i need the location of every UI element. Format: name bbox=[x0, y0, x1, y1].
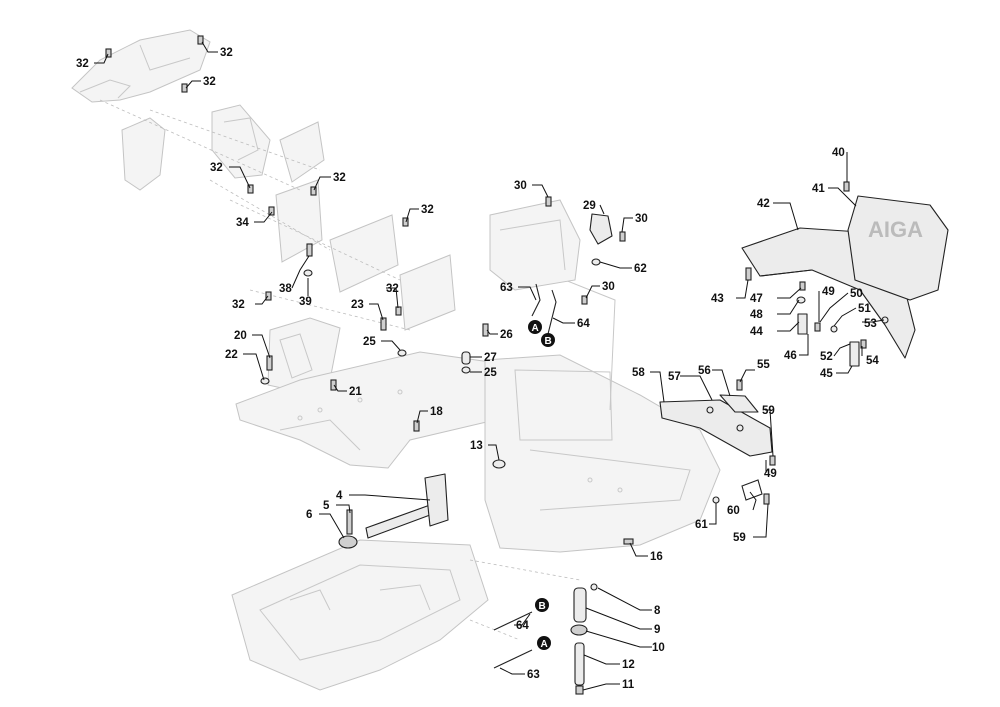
callout-51: 51 bbox=[858, 303, 871, 315]
callout-47: 47 bbox=[750, 293, 763, 305]
callout-50: 50 bbox=[850, 288, 863, 300]
pivot-pin-12 bbox=[574, 642, 585, 686]
callout-56: 56 bbox=[698, 365, 711, 377]
callout-52: 52 bbox=[820, 351, 833, 363]
leader-lines bbox=[94, 41, 885, 691]
hinge-bracket-29 bbox=[589, 213, 613, 245]
bushing-6 bbox=[338, 535, 358, 549]
callout-63: 63 bbox=[527, 669, 540, 681]
callout-55: 55 bbox=[757, 359, 770, 371]
callout-62: 62 bbox=[634, 263, 647, 275]
callout-32: 32 bbox=[421, 204, 434, 216]
callout-30: 30 bbox=[602, 281, 615, 293]
svg-text:B: B bbox=[539, 601, 546, 612]
ghost-upper-cover-assembly bbox=[71, 29, 456, 331]
callout-41: 41 bbox=[812, 183, 825, 195]
callout-27: 27 bbox=[484, 352, 497, 364]
marker-b-lower: B bbox=[535, 598, 549, 612]
callout-32: 32 bbox=[203, 76, 216, 88]
marker-a-upper: A bbox=[528, 320, 542, 334]
callout-61: 61 bbox=[695, 519, 708, 531]
callout-39: 39 bbox=[299, 296, 312, 308]
callout-49: 49 bbox=[822, 286, 835, 298]
cable-64-upper bbox=[547, 289, 557, 335]
callout-22: 22 bbox=[225, 349, 238, 361]
callout-labels: 32 32 32 32 32 32 32 32 34 38 39 23 20 2… bbox=[76, 47, 879, 691]
callout-29: 29 bbox=[583, 200, 596, 212]
callout-53: 53 bbox=[864, 318, 877, 330]
callout-45: 45 bbox=[820, 368, 833, 380]
cable-63-lower bbox=[493, 649, 533, 669]
callout-49: 49 bbox=[764, 468, 777, 480]
callout-43: 43 bbox=[711, 293, 724, 305]
callout-32: 32 bbox=[220, 47, 233, 59]
callout-59: 59 bbox=[762, 405, 775, 417]
callout-60: 60 bbox=[727, 505, 740, 517]
callout-54: 54 bbox=[866, 355, 879, 367]
callout-26: 26 bbox=[500, 329, 513, 341]
callout-18: 18 bbox=[430, 406, 443, 418]
callout-64: 64 bbox=[516, 620, 529, 632]
marker-b-upper: B bbox=[541, 333, 555, 347]
rear-cover-41: AIGA bbox=[847, 195, 949, 301]
callout-21: 21 bbox=[349, 386, 362, 398]
svg-text:B: B bbox=[545, 336, 552, 347]
svg-text:A: A bbox=[541, 639, 548, 650]
clip-60 bbox=[741, 479, 763, 501]
ghost-bracket-seat bbox=[489, 199, 581, 291]
callout-48: 48 bbox=[750, 309, 763, 321]
callout-16: 16 bbox=[650, 551, 663, 563]
callout-9: 9 bbox=[654, 624, 660, 636]
pivot-sleeve-9 bbox=[573, 587, 587, 623]
callout-32: 32 bbox=[232, 299, 245, 311]
svg-text:AIGA: AIGA bbox=[868, 217, 923, 242]
callout-34: 34 bbox=[236, 217, 249, 229]
callout-30: 30 bbox=[514, 180, 527, 192]
callout-30: 30 bbox=[635, 213, 648, 225]
connection-markers: A B B A bbox=[528, 320, 555, 650]
spacer-27 bbox=[461, 351, 471, 365]
callout-10: 10 bbox=[652, 642, 665, 654]
callout-12: 12 bbox=[622, 659, 635, 671]
callout-11: 11 bbox=[622, 679, 635, 691]
callout-46: 46 bbox=[784, 350, 797, 362]
callout-58: 58 bbox=[632, 367, 645, 379]
svg-text:A: A bbox=[532, 323, 539, 334]
callout-13: 13 bbox=[470, 440, 483, 452]
callout-42: 42 bbox=[757, 198, 770, 210]
washer-13 bbox=[492, 459, 506, 469]
callout-25: 25 bbox=[363, 336, 376, 348]
callout-32: 32 bbox=[210, 162, 223, 174]
callout-4: 4 bbox=[336, 490, 343, 502]
cable-63-upper bbox=[531, 283, 541, 317]
callout-63: 63 bbox=[500, 282, 513, 294]
callout-32: 32 bbox=[76, 58, 89, 70]
hitch-plate-56 bbox=[719, 394, 759, 413]
callout-59: 59 bbox=[733, 532, 746, 544]
marker-a-lower: A bbox=[537, 636, 551, 650]
callout-38: 38 bbox=[279, 283, 292, 295]
bolt-11 bbox=[575, 685, 584, 695]
callout-57: 57 bbox=[668, 371, 681, 383]
callout-32: 32 bbox=[386, 283, 399, 295]
callout-20: 20 bbox=[234, 330, 247, 342]
callout-23: 23 bbox=[351, 299, 364, 311]
axle-bracket-4 bbox=[365, 473, 449, 539]
callout-8: 8 bbox=[654, 605, 661, 617]
ghost-front-axle-frame bbox=[231, 539, 581, 691]
callout-64: 64 bbox=[577, 318, 590, 330]
callout-32: 32 bbox=[333, 172, 346, 184]
pivot-bushing-10 bbox=[570, 624, 588, 636]
callout-40: 40 bbox=[832, 147, 845, 159]
callout-6: 6 bbox=[306, 509, 312, 521]
callout-25: 25 bbox=[484, 367, 497, 379]
brand-mark: AIGA bbox=[868, 217, 923, 242]
ghost-floor-plate bbox=[235, 351, 496, 469]
callout-44: 44 bbox=[750, 326, 763, 338]
cable-64-lower bbox=[493, 611, 533, 631]
callout-5: 5 bbox=[323, 500, 330, 512]
